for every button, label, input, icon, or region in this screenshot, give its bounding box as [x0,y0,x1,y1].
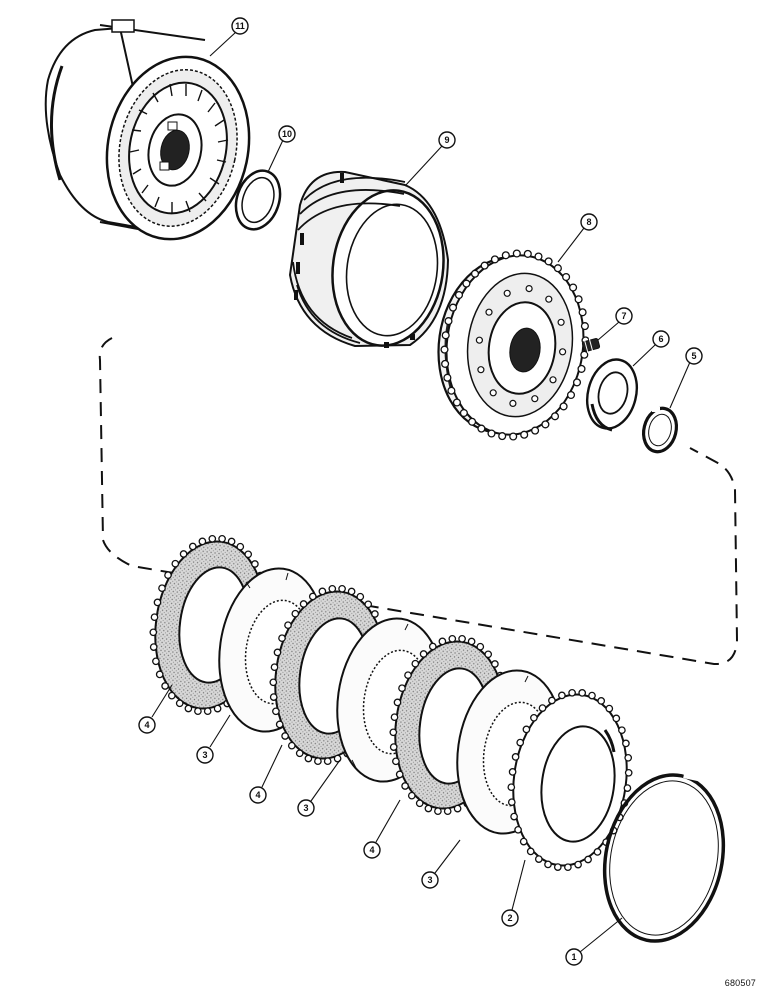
callout-4: 4 [249,786,267,804]
callout-5: 5 [685,347,703,365]
svg-text:6: 6 [658,334,663,344]
hub-holes [475,285,567,407]
thrust-washer [234,169,282,231]
clutch-hub-gear [437,249,590,441]
callout-4: 4 [138,716,156,734]
svg-text:7: 7 [621,311,626,321]
clutch-piston [288,170,450,348]
svg-text:9: 9 [444,135,449,145]
callout-1: 1 [565,948,583,966]
svg-text:4: 4 [369,845,374,855]
callout-10: 10 [278,125,296,143]
leader-lines [151,31,691,953]
snap-ring-small [641,406,679,454]
callout-2: 2 [501,909,519,927]
callout-11: 11 [231,17,249,35]
gear-teeth [440,249,590,441]
callout-9: 9 [438,131,456,149]
svg-text:1: 1 [571,952,576,962]
grouping-dashed-line [98,337,739,666]
svg-text:11: 11 [235,21,245,31]
callout-3: 3 [421,871,439,889]
callout-4: 4 [363,841,381,859]
clutch-drum [44,19,251,241]
callout-7: 7 [615,307,633,325]
svg-text:4: 4 [144,720,149,730]
svg-text:5: 5 [691,351,696,361]
svg-text:3: 3 [427,875,432,885]
svg-text:3: 3 [202,750,207,760]
callout-3: 3 [297,799,315,817]
svg-text:3: 3 [303,803,308,813]
callout-8: 8 [580,213,598,231]
svg-text:10: 10 [282,129,292,139]
figure-code: 680507 [724,978,756,988]
snap-ring-large [602,768,726,943]
svg-text:8: 8 [586,217,591,227]
pressure-plate [507,688,633,872]
spring [581,338,601,354]
callout-6: 6 [652,330,670,348]
svg-text:2: 2 [507,913,512,923]
callout-3: 3 [196,746,214,764]
spring-retainer [586,358,638,432]
svg-text:4: 4 [255,790,260,800]
